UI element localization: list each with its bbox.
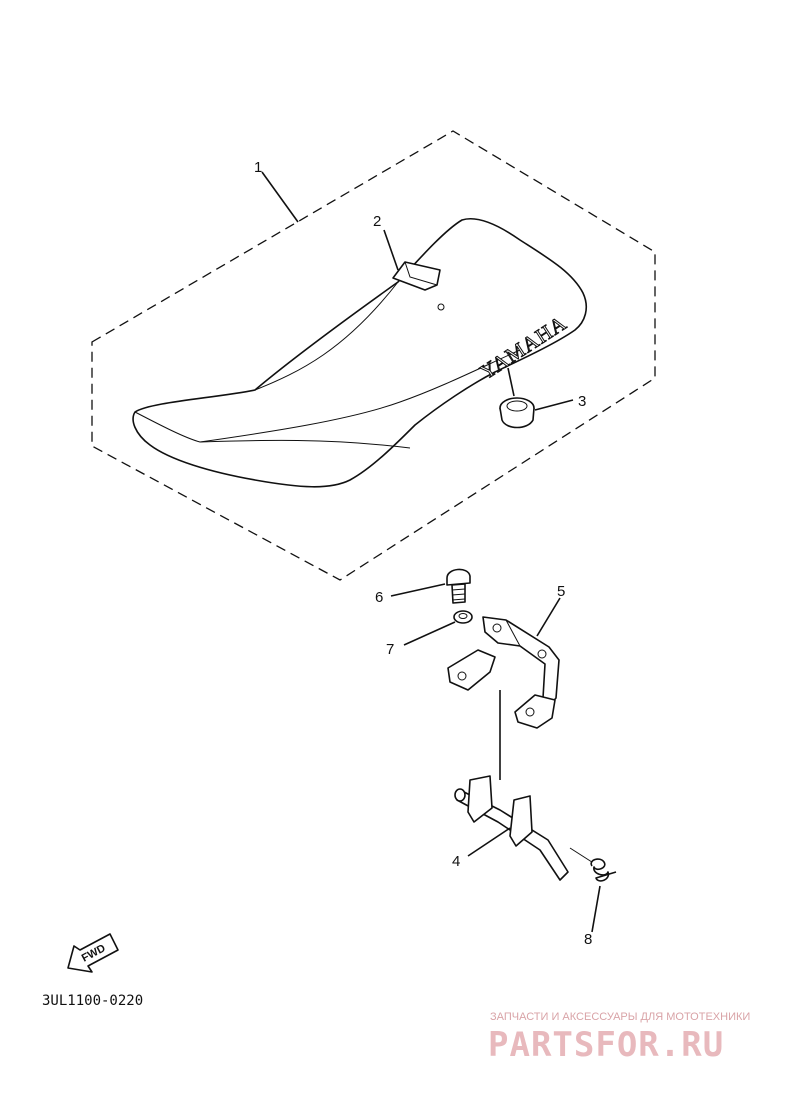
damper-part — [499, 397, 535, 429]
watermark-brand: PARTSFOR.RU — [488, 1025, 724, 1065]
callout-1: 1 — [254, 159, 262, 176]
bolt-part — [446, 568, 471, 604]
callout-5: 5 — [557, 583, 565, 600]
callout-4: 4 — [452, 853, 460, 870]
callout-2: 2 — [373, 213, 381, 230]
callout-8: 8 — [584, 931, 592, 948]
fwd-arrow-icon: FWD — [67, 933, 119, 973]
watermark: ЗАПЧАСТИ И АКСЕССУАРЫ ДЛЯ МОТОТЕХНИКИ PA… — [488, 1011, 750, 1065]
hinge-rod-part — [454, 775, 569, 881]
diagram-code: 3UL1100-0220 — [42, 993, 143, 1009]
watermark-tagline: ЗАПЧАСТИ И АКСЕССУАРЫ ДЛЯ МОТОТЕХНИКИ — [490, 1011, 750, 1023]
callout-7: 7 — [386, 641, 394, 658]
seat-assembly-boundary — [91, 130, 656, 581]
callout-3: 3 — [578, 393, 586, 410]
washer-part — [453, 610, 473, 624]
leader-lines — [261, 171, 601, 933]
spring-part — [569, 847, 617, 882]
bracket-part — [447, 616, 560, 729]
callout-6: 6 — [375, 589, 383, 606]
seat: YAMAHA — [132, 218, 587, 488]
